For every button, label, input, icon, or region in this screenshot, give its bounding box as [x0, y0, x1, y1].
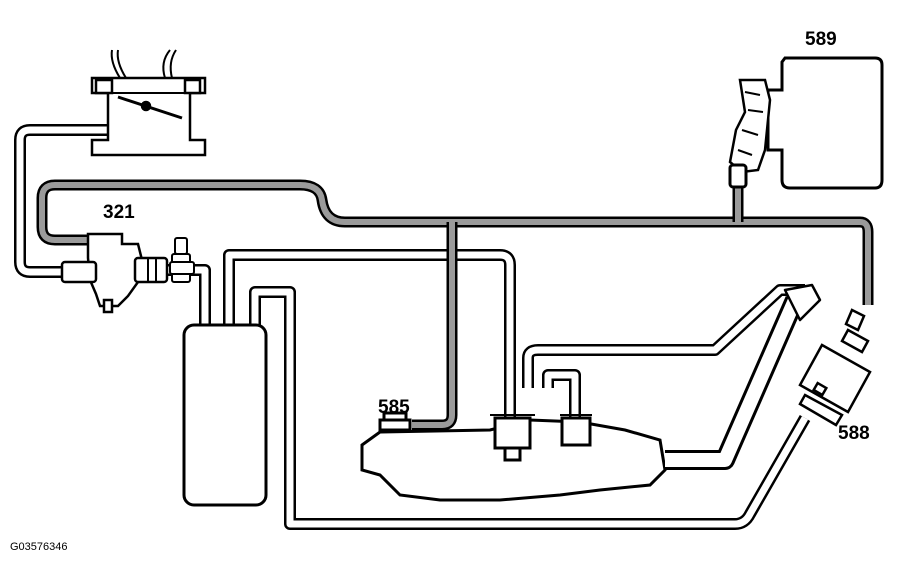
grey-vacuum-hoses: [36, 179, 874, 431]
callout-321: 321: [103, 202, 135, 223]
sensor-585: [378, 411, 412, 432]
rail-center-valve: [490, 414, 535, 462]
purge-valve-321: [60, 232, 169, 314]
canister-to-filter-hose: [249, 286, 811, 530]
module-589: [728, 56, 884, 190]
tee-connector: [169, 237, 195, 283]
intake-assembly: [360, 411, 667, 502]
rail-to-intake-hose: [522, 284, 805, 388]
rail-right-hose: [542, 369, 581, 418]
canister-to-rail-hose: [223, 249, 516, 418]
vacuum-branch-585: [412, 222, 458, 431]
rail-right-valve: [560, 414, 592, 447]
callout-585: 585: [378, 397, 410, 418]
figure-id: G03576346: [10, 541, 68, 553]
white-hoses: [14, 124, 811, 530]
callout-588: 588: [838, 423, 870, 444]
filter-588: [798, 308, 872, 427]
vacuum-main-hose: [36, 179, 874, 305]
callout-589: 589: [805, 29, 837, 50]
throttle-to-valve-hose: [14, 124, 108, 278]
charcoal-canister: [182, 323, 268, 507]
throttle-body: [90, 49, 207, 157]
intake-tube: [665, 283, 822, 470]
